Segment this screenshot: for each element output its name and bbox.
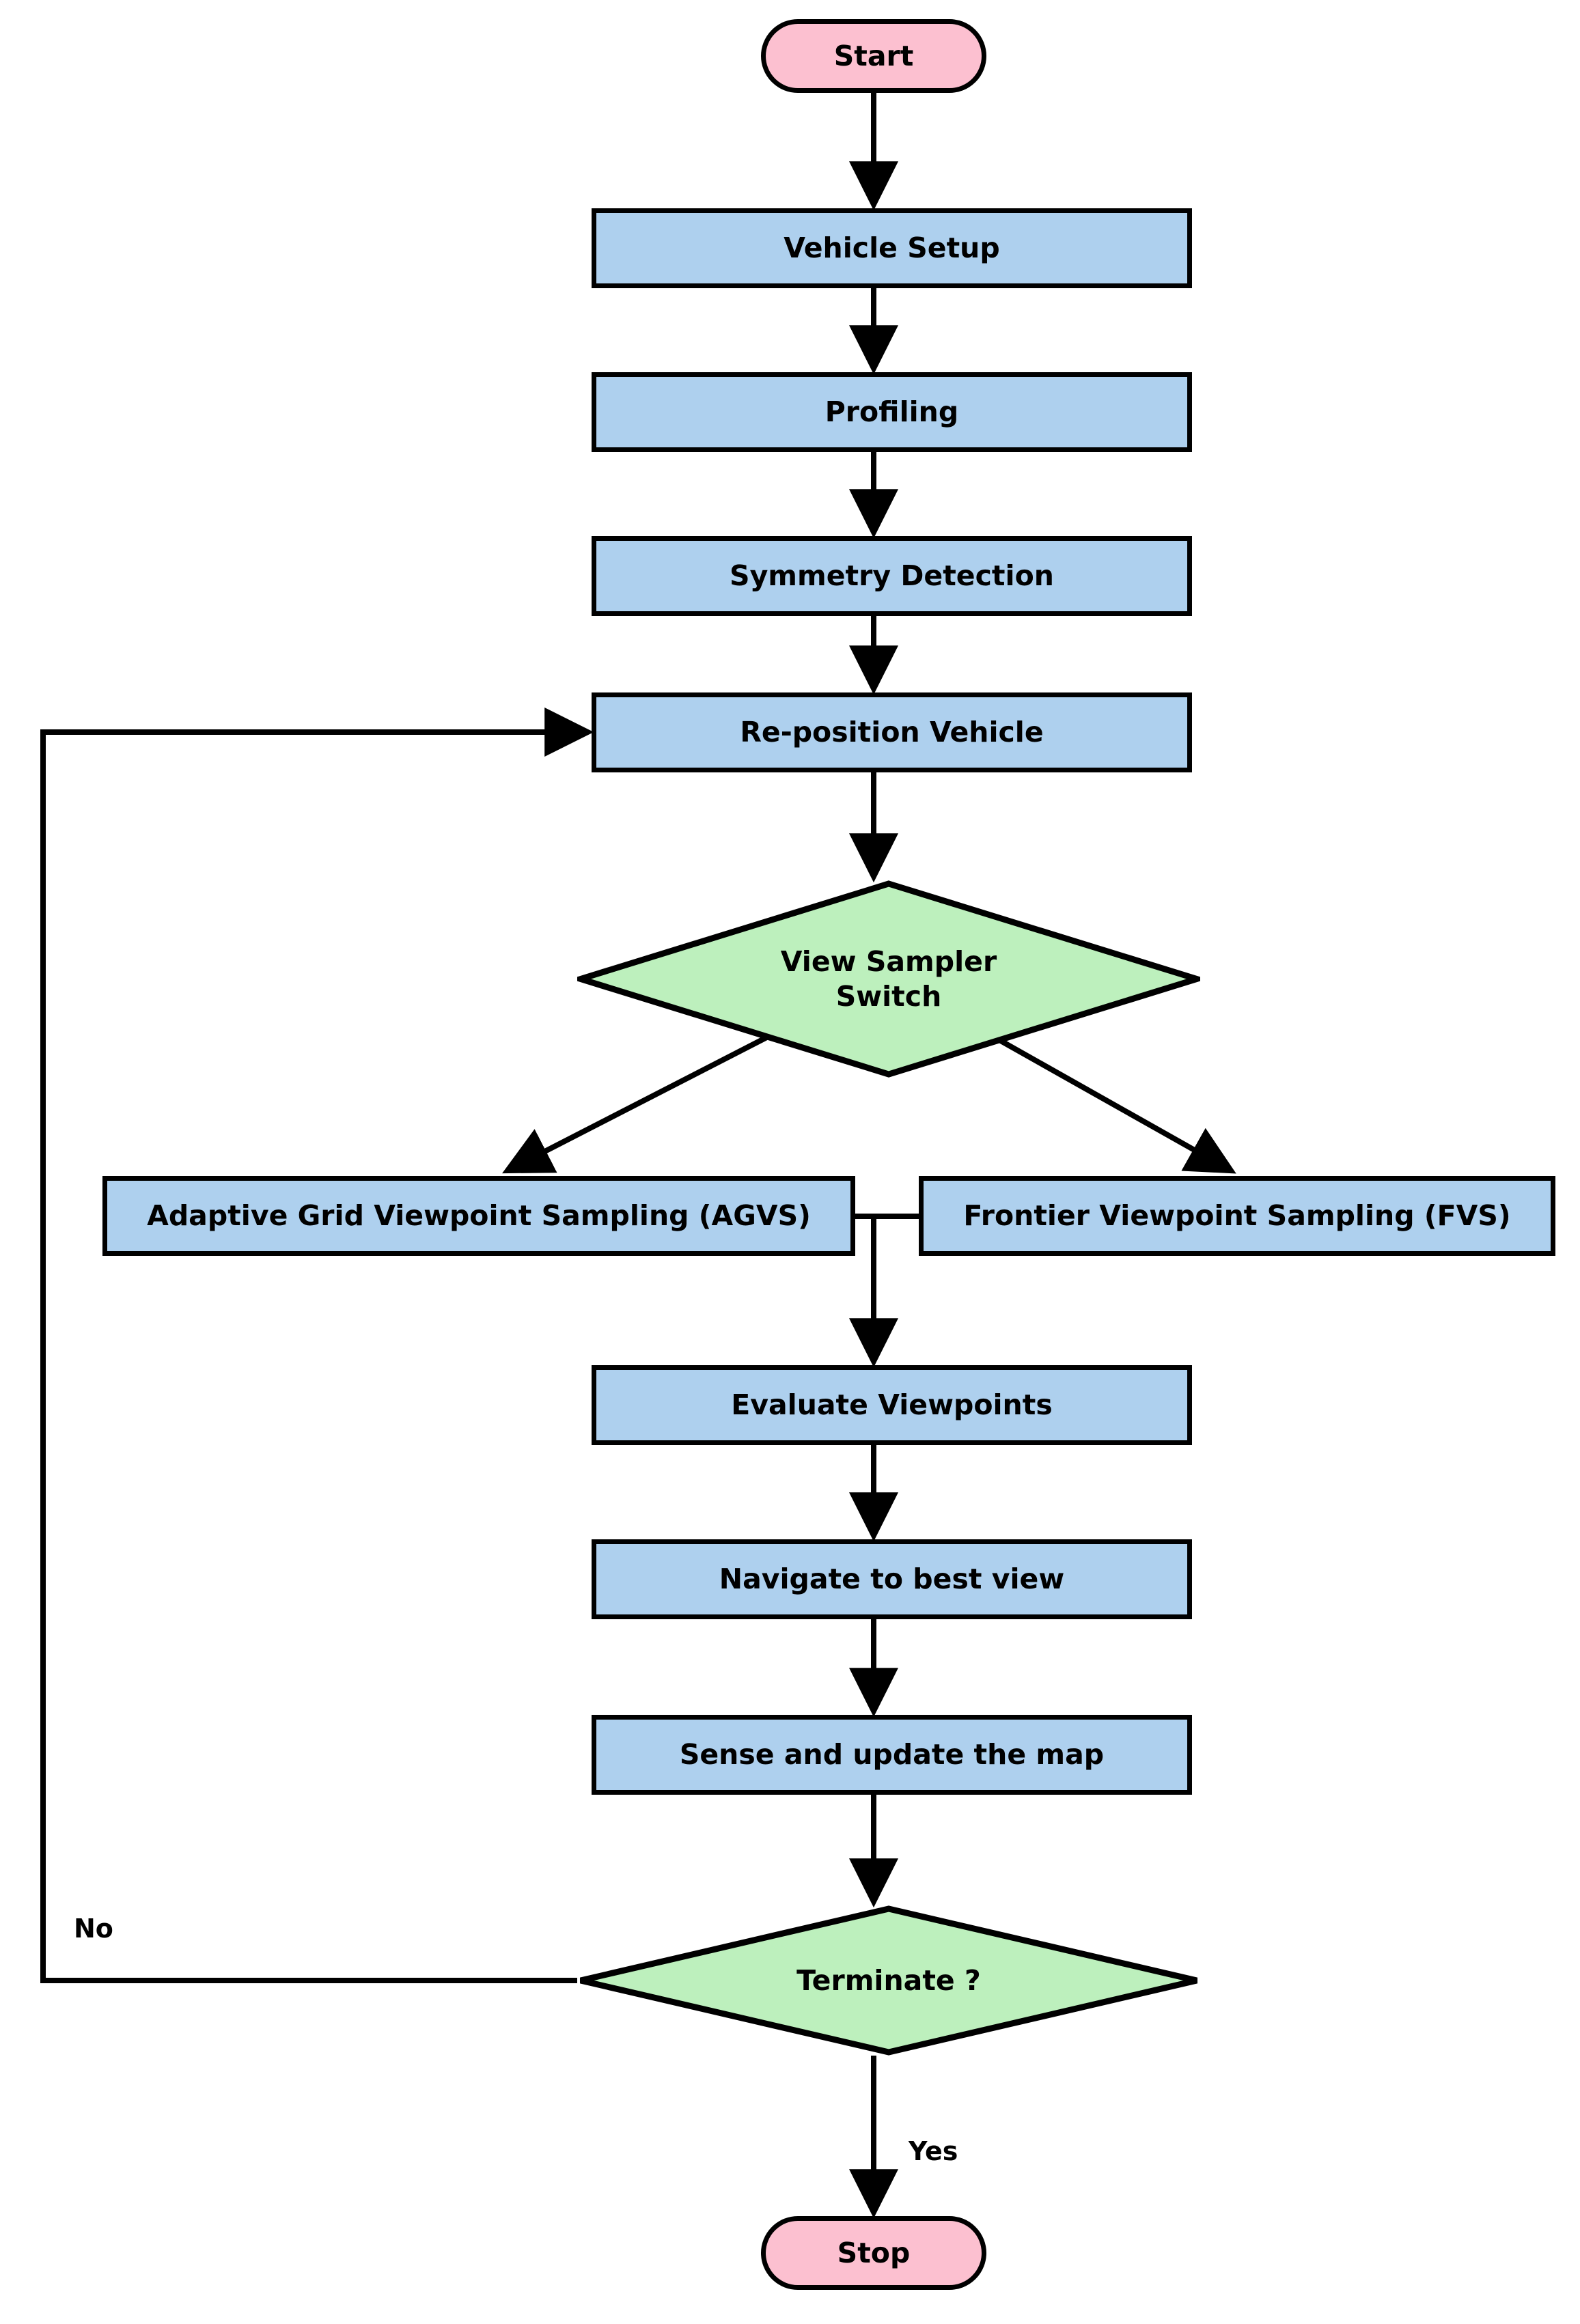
node-adaptive-grid-viewpoint-sampling-label: Adaptive Grid Viewpoint Sampling (AGVS) [147, 1199, 811, 1233]
node-terminate[interactable]: Terminate ? [577, 1905, 1200, 2056]
node-sense-and-update-map[interactable]: Sense and update the map [592, 1715, 1192, 1795]
node-start-label: Start [833, 39, 914, 72]
node-terminate-label: Terminate ? [796, 1963, 981, 1997]
node-stop-label: Stop [837, 2236, 911, 2269]
diamond-shape-terminate [579, 1905, 1198, 2056]
node-start[interactable]: Start [761, 19, 986, 93]
node-symmetry-detection[interactable]: Symmetry Detection [592, 536, 1192, 616]
edge-terminate-to-reposition-feedback [40, 708, 594, 1983]
edge-label-no: No [74, 1914, 113, 1944]
node-evaluate-viewpoints-label: Evaluate Viewpoints [731, 1388, 1053, 1422]
node-vehicle-setup[interactable]: Vehicle Setup [592, 208, 1192, 288]
node-vehicle-setup-label: Vehicle Setup [784, 232, 1000, 265]
diamond-shape-view-sampler-switch [577, 880, 1200, 1078]
node-reposition-vehicle[interactable]: Re-position Vehicle [592, 692, 1192, 772]
node-profiling-label: Profiling [824, 395, 959, 429]
edge-label-yes: Yes [909, 2136, 958, 2166]
node-navigate-to-best-view[interactable]: Navigate to best view [592, 1539, 1192, 1619]
node-evaluate-viewpoints[interactable]: Evaluate Viewpoints [592, 1365, 1192, 1445]
node-sense-and-update-map-label: Sense and update the map [679, 1738, 1105, 1772]
node-frontier-viewpoint-sampling-label: Frontier Viewpoint Sampling (FVS) [963, 1199, 1511, 1233]
node-stop[interactable]: Stop [761, 2216, 986, 2290]
node-adaptive-grid-viewpoint-sampling[interactable]: Adaptive Grid Viewpoint Sampling (AGVS) [102, 1176, 855, 1256]
node-symmetry-detection-label: Symmetry Detection [730, 559, 1054, 593]
node-frontier-viewpoint-sampling[interactable]: Frontier Viewpoint Sampling (FVS) [919, 1176, 1555, 1256]
node-navigate-to-best-view-label: Navigate to best view [719, 1563, 1065, 1596]
node-profiling[interactable]: Profiling [592, 372, 1192, 452]
node-reposition-vehicle-label: Re-position Vehicle [740, 716, 1044, 749]
